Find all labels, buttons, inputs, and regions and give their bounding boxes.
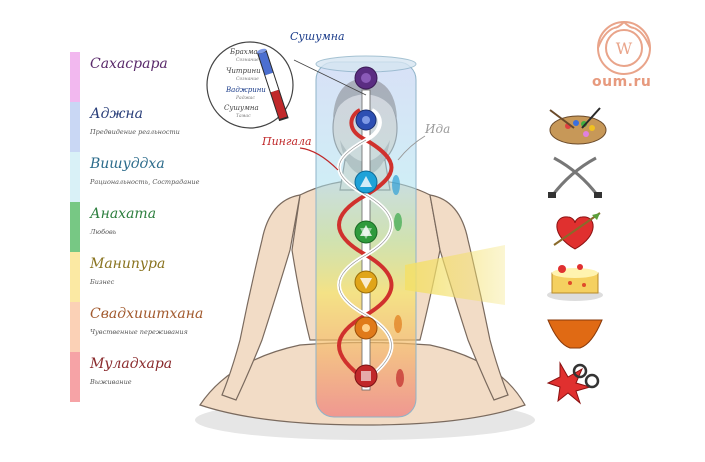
- inset-layer-label: Брахма: [230, 48, 258, 56]
- heart-arrow-icon: [540, 205, 610, 255]
- chakra-vishuddha-icon: [354, 170, 378, 194]
- legend-swatch: [70, 52, 80, 102]
- inset-layer-sub: Сознание: [236, 58, 259, 63]
- chakra-meaning: Бизнес: [90, 278, 115, 286]
- logo-letter: W: [616, 39, 633, 58]
- legend-item-muladhara: Муладхара Выживание: [70, 352, 220, 402]
- oum-logo-icon: W: [597, 21, 651, 75]
- chakra-meaning: Рациональность, Сострадание: [90, 178, 200, 186]
- legend-swatch: [70, 252, 80, 302]
- channel-cross-section: [206, 41, 367, 129]
- side-droplet: [394, 213, 402, 231]
- side-droplet: [394, 315, 402, 333]
- chakra-meaning: Чувственные переживания: [90, 328, 188, 336]
- cake-icon: [540, 255, 610, 305]
- chakra-name: Муладхара: [90, 356, 173, 372]
- inset-layer-label: Сушумна: [224, 104, 259, 112]
- inset-layer-sub: Раджас: [236, 96, 255, 101]
- chakra-legend: Сахасрара Аджна Предвидение реальности В…: [70, 52, 210, 412]
- chakra-name: Сахасрара: [90, 56, 168, 72]
- ida-outline: [338, 139, 392, 381]
- underwear-icon: [540, 308, 610, 358]
- palette-icon: [540, 100, 610, 150]
- inset-layer-sub: Тамас: [236, 114, 251, 119]
- inset-layer-label: Ваджрини: [226, 86, 266, 94]
- chakra-meaning: Выживание: [90, 378, 132, 386]
- chakra-name: Манипура: [90, 256, 166, 272]
- chakra-svadhisthana-icon: [354, 316, 378, 340]
- chakra-name: Аджна: [90, 106, 143, 122]
- chakra-meaning: Любовь: [90, 228, 117, 236]
- legend-item-vishuddha: Вишуддха Рациональность, Сострадание: [70, 152, 220, 202]
- legend-item-manipura: Манипура Бизнес: [70, 252, 220, 302]
- chakra-name: Анахата: [90, 206, 157, 222]
- chakra-ajna-icon: [355, 109, 377, 131]
- legend-swatch: [70, 102, 80, 152]
- inset-layer-label: Читрини: [226, 67, 261, 75]
- chakra-name: Свадхиштхана: [90, 306, 204, 322]
- legend-swatch: [70, 202, 80, 252]
- legend-item-svadhisthana: Свадхиштхана Чувственные переживания: [70, 302, 220, 352]
- chakra-name: Вишуддха: [90, 156, 165, 172]
- legend-swatch: [70, 302, 80, 352]
- legend-item-ajna: Аджна Предвидение реальности: [70, 102, 220, 152]
- legend-swatch: [70, 152, 80, 202]
- pingala-label: Пингала: [262, 135, 312, 148]
- logo-text: oum.ru: [592, 74, 652, 90]
- ida-label: Ида: [425, 122, 451, 136]
- legend-swatch: [70, 352, 80, 402]
- handcuffs-icon: [540, 355, 610, 405]
- swords-icon: [540, 152, 610, 202]
- side-droplet: [392, 175, 400, 195]
- legend-item-sahasrara: Сахасрара: [70, 52, 220, 102]
- legend-item-anahata: Анахата Любовь: [70, 202, 220, 252]
- side-droplet: [396, 369, 404, 387]
- sushumna-label: Сушумна: [290, 30, 345, 43]
- chakra-muladhara-icon: [354, 364, 378, 388]
- ida-pointer: [397, 135, 426, 161]
- chakra-meaning: Предвидение реальности: [90, 128, 180, 136]
- chakra-sahasrara-icon: [354, 66, 378, 90]
- pingala-pointer: [299, 147, 339, 171]
- manipura-beam: [405, 245, 505, 305]
- chakra-manipura-icon: [354, 270, 378, 294]
- chakra-anahata-icon: [354, 220, 378, 244]
- inset-layer-sub: Сознание: [236, 77, 259, 82]
